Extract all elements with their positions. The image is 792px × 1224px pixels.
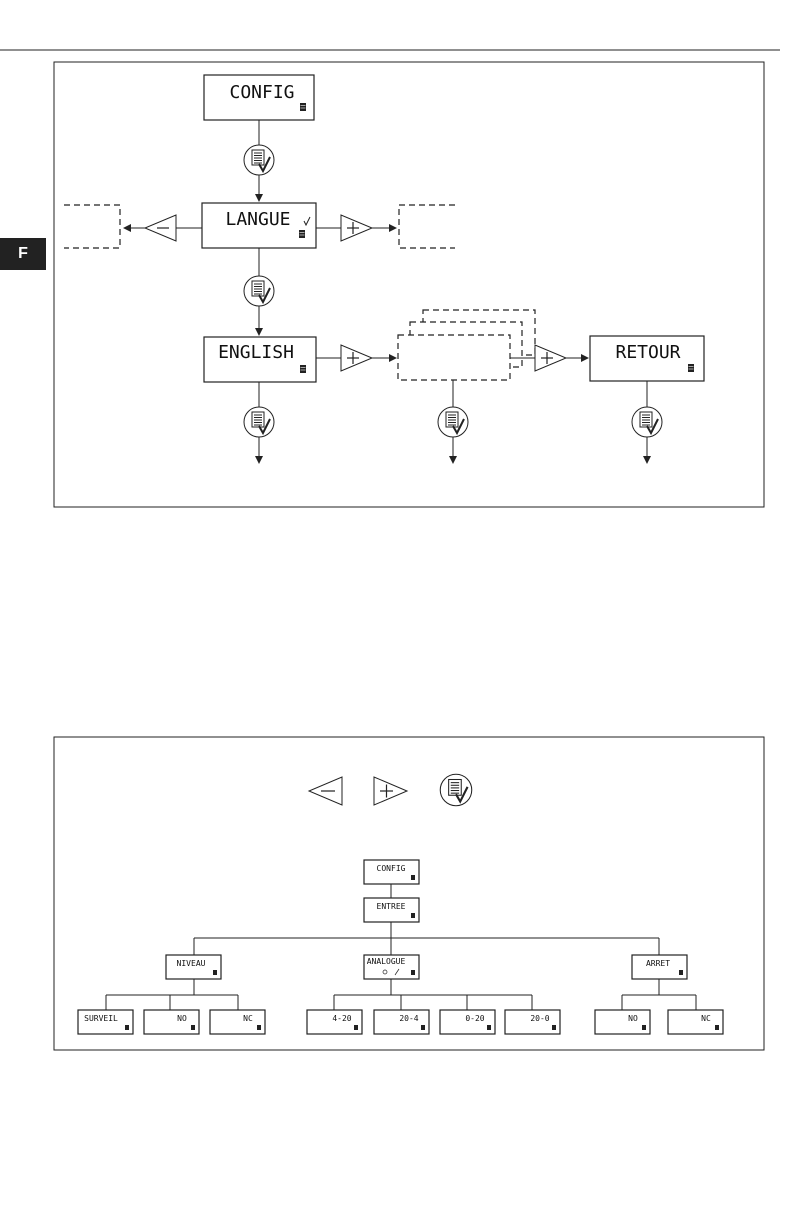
retour-display: RETOUR [590,336,704,381]
tree-0-20-box: 0-20 [440,1010,495,1034]
menu-enter-icon [244,145,274,175]
tree-no-label: NO [177,1014,187,1023]
langue-display: LANGUE [202,203,316,248]
display-indicator-icon [688,364,694,372]
legend-buttons [309,774,472,806]
tree-nc-label: NC [243,1014,253,1023]
diagram1-frame [54,62,764,507]
langue-display-label: LANGUE [225,209,290,230]
tree-20-4-box: 20-4 [374,1010,429,1034]
display-indicator-icon [299,230,305,238]
tree-arret-no-label: NO [628,1014,638,1023]
menu-enter-icon [244,407,274,437]
config-display-label: CONFIG [229,82,294,103]
tree-surveil-box: SURVEIL [78,1010,133,1034]
retour-display-label: RETOUR [615,342,680,363]
config-display: CONFIG [204,75,314,120]
tree-surveil-label: SURVEIL [84,1014,118,1023]
menu-enter-icon [632,407,662,437]
tree-niveau-box: NIVEAU [166,955,221,979]
tree-no-box: NO [144,1010,199,1034]
tree-arret-label: ARRET [646,959,670,968]
display-indicator-icon [300,365,306,373]
tree-entree-box: ENTREE [364,898,419,922]
tree-20-0-box: 20-0 [505,1010,560,1034]
tree-config-box: CONFIG [364,860,419,884]
tree-arret-nc-label: NC [701,1014,711,1023]
next-item-placeholder [399,205,455,248]
tree-20-4-label: 20-4 [399,1014,418,1023]
english-display: ENGLISH [204,337,316,382]
tree-analogue-box: ANALOGUE [364,955,419,979]
tree-20-0-label: 20-0 [530,1014,549,1023]
english-display-label: ENGLISH [218,342,294,363]
tree-arret-no-box: NO [595,1010,650,1034]
menu-enter-icon [438,407,468,437]
tree-niveau-label: NIVEAU [177,959,206,968]
tree-config-label: CONFIG [377,864,406,873]
tree-entree-label: ENTREE [377,902,406,911]
tree-nc-box: NC [210,1010,265,1034]
tree-arret-box: ARRET [632,955,687,979]
menu-enter-icon [244,276,274,306]
menu-enter-icon [440,774,472,806]
display-indicator-icon [300,103,306,111]
tree-4-20-box: 4-20 [307,1010,362,1034]
tree-analogue-label: ANALOGUE [367,957,406,966]
tree-arret-nc-box: NC [668,1010,723,1034]
diagram2-frame [54,737,764,1050]
tree-4-20-label: 4-20 [332,1014,351,1023]
previous-item-placeholder [64,205,120,248]
other-languages-stack [398,310,535,380]
tree-0-20-label: 0-20 [465,1014,484,1023]
